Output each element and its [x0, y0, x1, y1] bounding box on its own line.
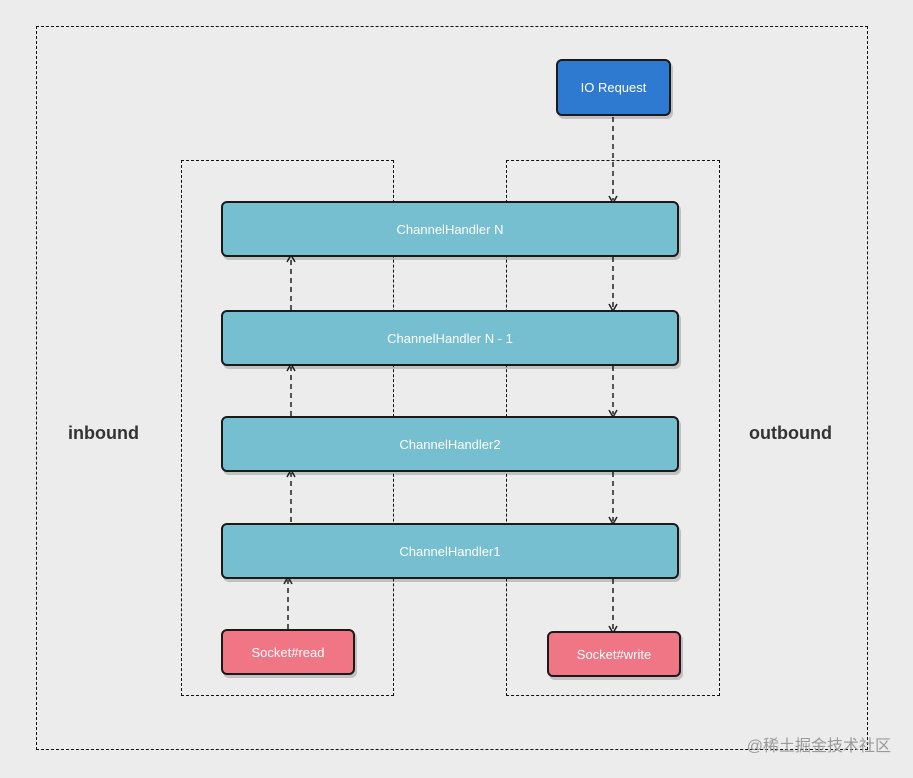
- outbound-label: outbound: [749, 423, 832, 443]
- socket-read-box: Socket#read: [221, 629, 355, 675]
- channel-handler-2-label: ChannelHandler2: [399, 436, 501, 452]
- channel-handler-2: ChannelHandler2: [221, 416, 679, 472]
- outer-frame: [36, 26, 868, 750]
- channel-handler-1-label: ChannelHandler1: [399, 543, 501, 559]
- inbound-label: inbound: [68, 423, 139, 443]
- channel-handler-1: ChannelHandler1: [221, 523, 679, 579]
- io-request-box: IO Request: [556, 59, 671, 116]
- channel-handler-n-1: ChannelHandler N - 1: [221, 310, 679, 366]
- channel-handler-n-1-label: ChannelHandler N - 1: [387, 330, 513, 346]
- channel-handler-n-label: ChannelHandler N: [396, 221, 504, 237]
- watermark: @稀土掘金技术社区: [746, 738, 891, 755]
- io-request-label: IO Request: [580, 80, 647, 95]
- socket-write-label: Socket#write: [576, 646, 652, 662]
- channel-handler-n: ChannelHandler N: [221, 201, 679, 257]
- socket-read-label: Socket#read: [251, 644, 325, 660]
- socket-write-box: Socket#write: [547, 631, 681, 677]
